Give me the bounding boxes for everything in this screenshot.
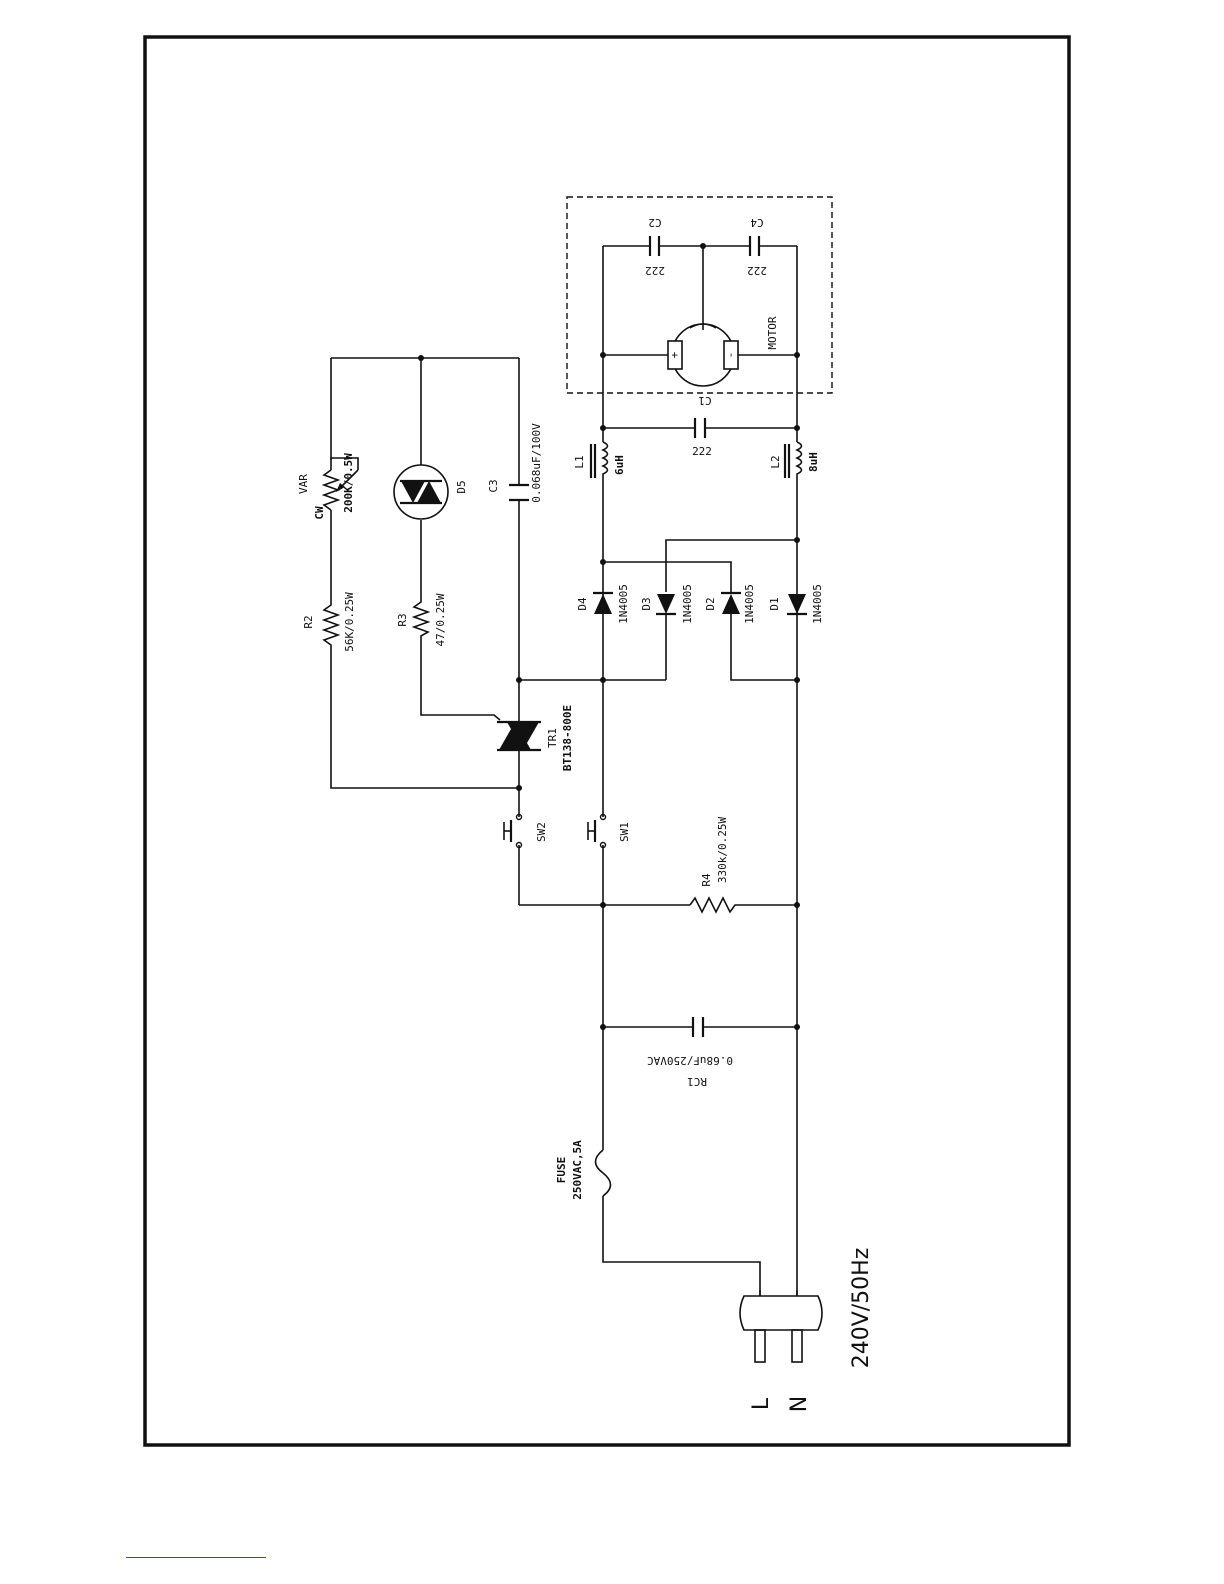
l1-name: L1 [573,455,586,468]
d3-name: D3 [640,597,653,610]
r4-resistor-icon [690,898,740,912]
d3-part: 1N4005 [681,584,694,624]
d1-name: D1 [768,597,781,610]
c1-value: 222 [692,445,712,458]
l2-name: L2 [769,455,782,468]
c4-value: 222 [747,264,767,277]
r3-value: 47/0.25W [434,593,447,646]
c4-name: C4 [750,216,764,229]
footer-rule [126,1557,266,1558]
var-value: 200K/0.5W [342,453,355,513]
sw1-label: SW1 [618,822,631,842]
d1-part: 1N4005 [811,584,824,624]
r2-value: 56K/0.25W [343,592,356,652]
motor-plus: + [668,351,681,358]
c3-name: C3 [487,479,500,492]
motor-name: MOTOR [766,316,779,349]
d3-diode-icon [656,594,676,614]
r2-resistor-icon [324,600,338,650]
d1-diode-icon [787,594,807,614]
c3-capacitor-icon [509,485,529,500]
c2-name: C2 [648,216,661,229]
supply-voltage-label: 240V/50Hz [849,1248,874,1369]
rc1-capacitor-icon [693,1017,703,1037]
r4-name: R4 [700,873,713,887]
tr1-part: BT138-800E [561,705,574,771]
motor-assembly-box [567,197,832,393]
mains-plug-icon [740,1290,822,1362]
c1-capacitor-icon [695,418,705,438]
c4-capacitor-icon [750,236,759,256]
c1-name: C1 [698,394,711,407]
fuse-name: FUSE [555,1157,568,1184]
sw2-pushbutton-icon [504,815,522,848]
l1-value: 6uH [613,455,626,475]
var-name: VAR [297,474,310,494]
d2-diode-icon [721,593,741,614]
r2-name: R2 [302,615,315,628]
r3-resistor-icon [414,598,428,640]
neutral-label: N [787,1396,812,1412]
tr1-name: TR1 [546,728,559,748]
d4-part: 1N4005 [617,584,630,624]
fuse-rating: 250VAC,5A [571,1140,584,1200]
motor-minus: - [724,352,737,359]
d5-diac-icon [394,465,448,519]
live-label: L [749,1397,774,1410]
l2-value: 8uH [807,452,820,472]
c2-value: 222 [645,264,665,277]
var-cw-label: CW [313,506,326,520]
d4-name: D4 [576,597,589,611]
d2-part: 1N4005 [743,584,756,624]
r3-name: R3 [396,613,409,626]
r4-value: 330k/0.25W [716,817,729,884]
d2-name: D2 [704,597,717,610]
c2-capacitor-icon [650,236,659,256]
sw1-pushbutton-icon [588,815,606,848]
rc1-name: RC1 [687,1075,707,1088]
c3-value: 0.068uF/100V [530,423,543,503]
rc1-value: 0.68uF/250VAC [647,1054,733,1067]
sw2-label: SW2 [535,822,548,842]
d5-name: D5 [455,480,468,493]
junction-dots [418,243,800,1030]
tr1-triac-icon [497,722,541,750]
fuse-symbol-icon [596,1150,611,1196]
d4-diode-icon [593,593,613,614]
drawing-frame [145,37,1069,1445]
